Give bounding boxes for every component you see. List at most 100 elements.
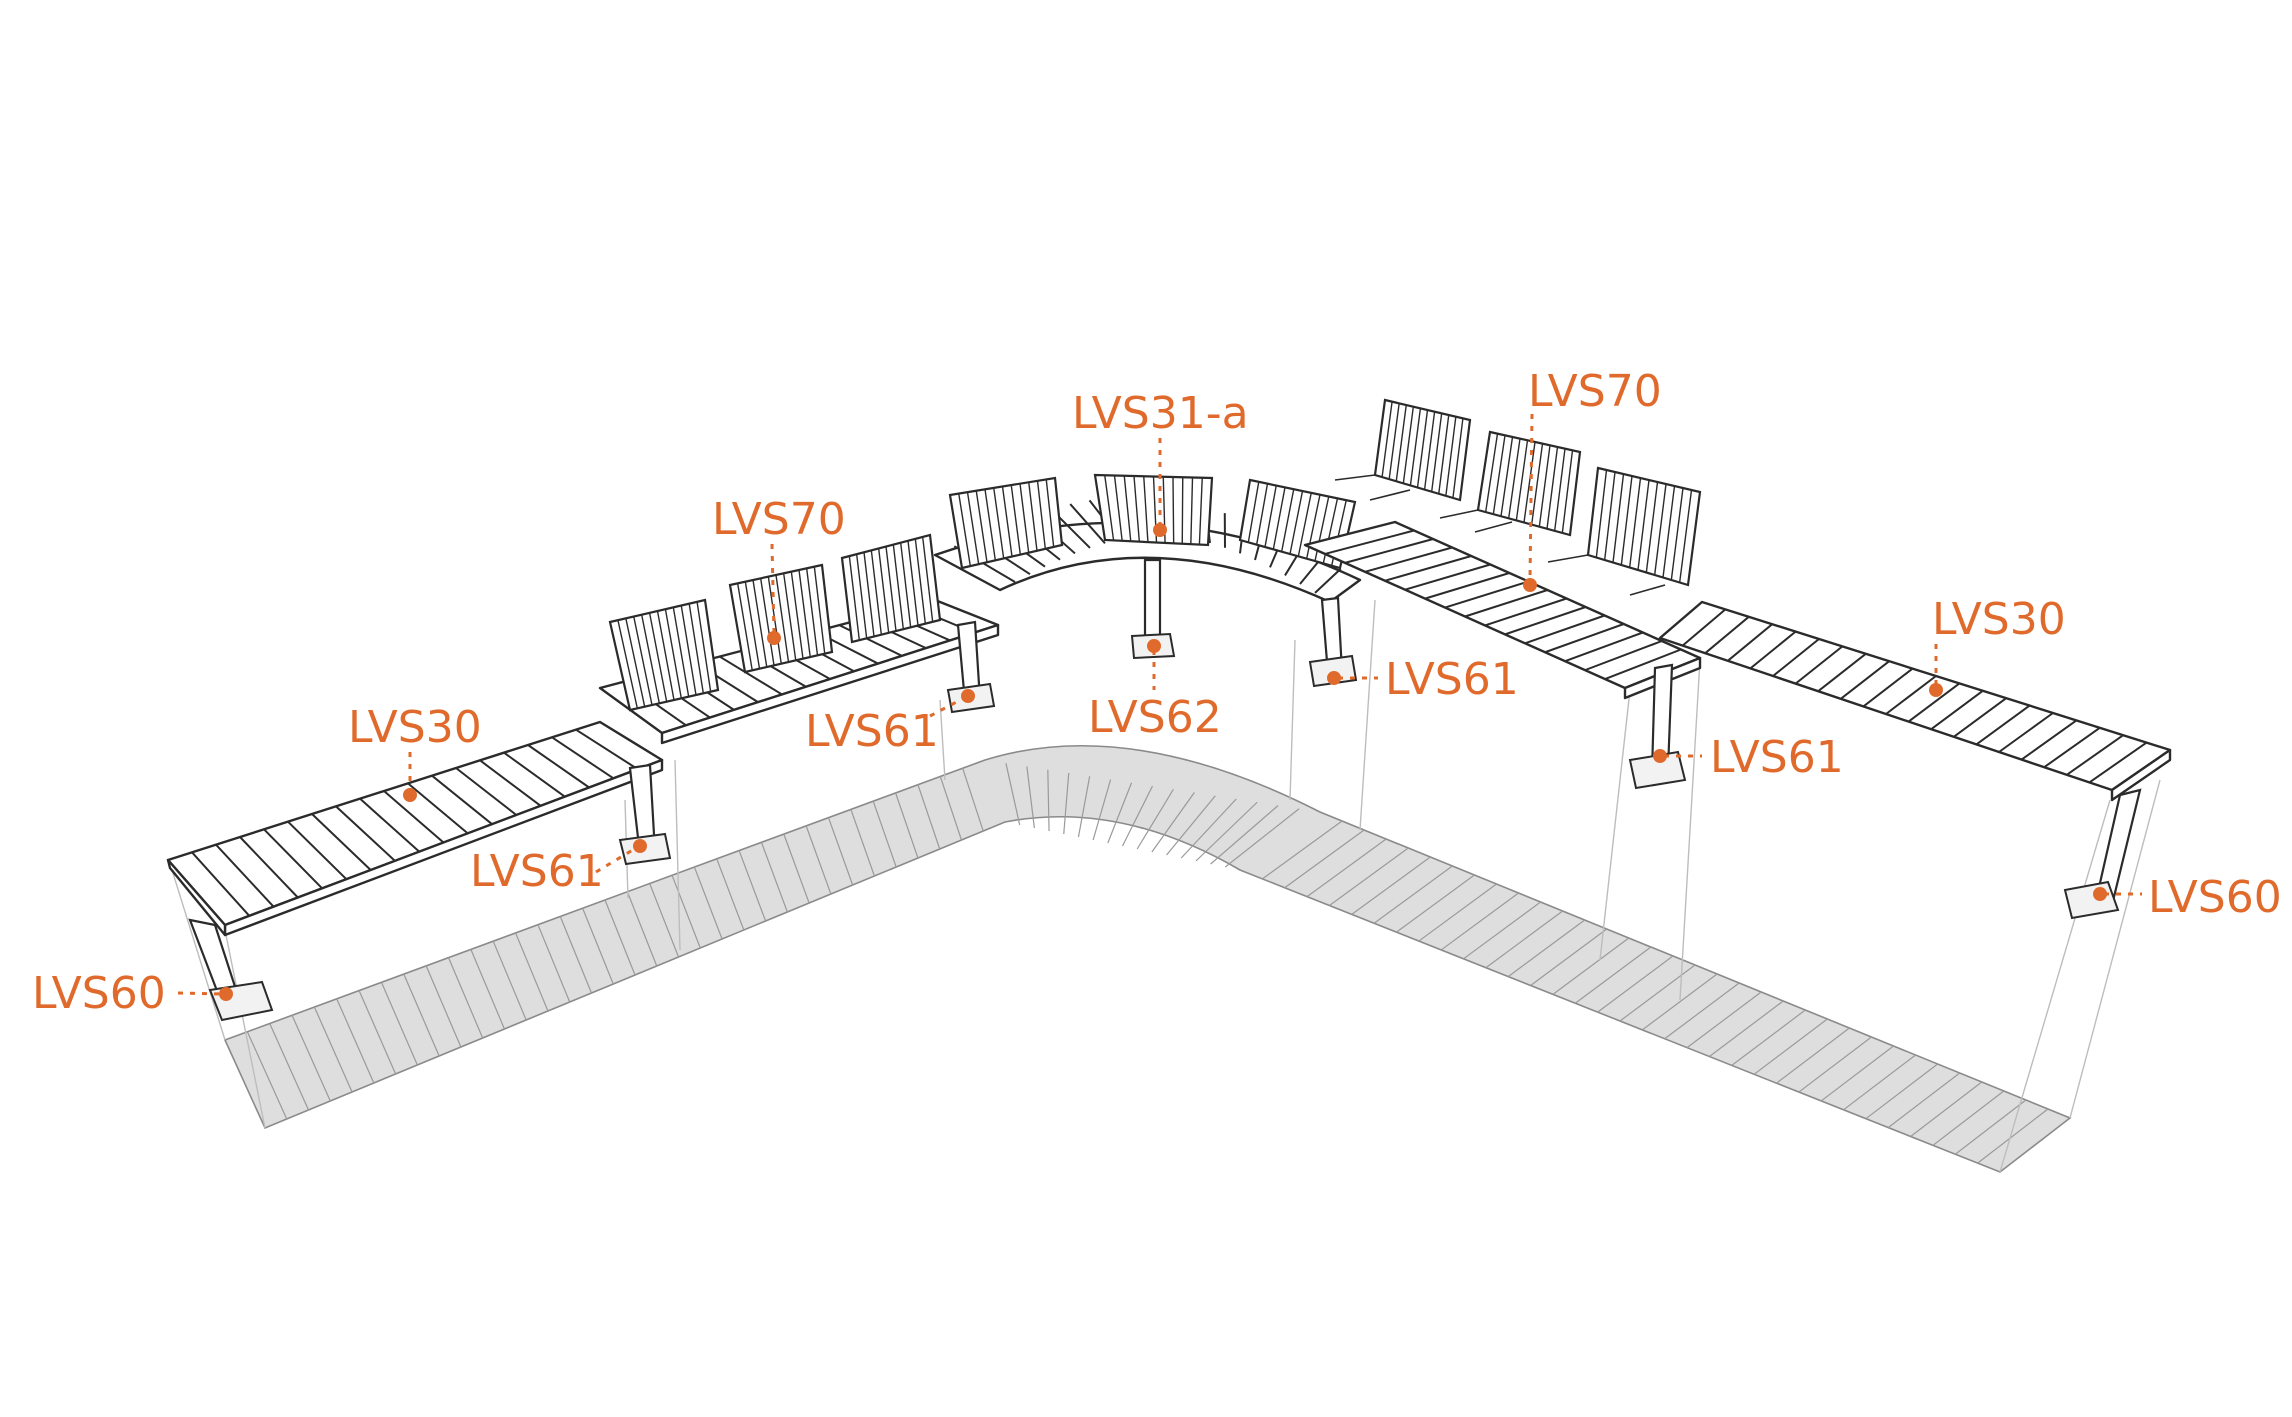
backrest-slat xyxy=(680,605,697,696)
seat-slat xyxy=(1424,572,1510,600)
callout-lvs30-left: LVS30 xyxy=(348,702,482,802)
seat-slat xyxy=(1953,697,2007,738)
seat-slat xyxy=(1314,568,1342,594)
seat-slat xyxy=(1907,682,1961,723)
seat-slat xyxy=(431,774,493,825)
floor-hatch-line xyxy=(671,875,701,949)
backrest-slat xyxy=(1507,438,1521,519)
backrest-slat xyxy=(885,546,897,632)
floor-hatch-line xyxy=(716,858,745,931)
backrest-slat xyxy=(1561,450,1574,534)
seat-slat xyxy=(575,728,639,771)
backrest-slat xyxy=(752,579,768,668)
backrest-slat xyxy=(759,578,775,666)
floor-hatch-line xyxy=(515,932,549,1012)
backrest-slat xyxy=(1402,406,1415,484)
callout-lvs70-left: LVS70 xyxy=(712,494,846,645)
backrest-slat xyxy=(1628,477,1642,568)
seat-slat xyxy=(1444,580,1529,609)
seat-slat xyxy=(1727,623,1773,662)
backrest-slat xyxy=(1452,418,1464,499)
floor-hatch-line xyxy=(1373,865,1453,924)
bench-right-straight xyxy=(1658,600,2172,920)
backrest-slat xyxy=(1255,483,1269,545)
seat-slat xyxy=(1704,616,1750,654)
backrest-slat xyxy=(1123,475,1132,542)
floor-hatch-line xyxy=(1440,892,1519,951)
backrest-slat xyxy=(1388,403,1400,480)
seat-slat xyxy=(503,751,566,798)
callout-lvs70-right: LVS70 xyxy=(1523,366,1662,592)
backrest-slat xyxy=(993,487,1005,559)
label-lvs61-right-low: LVS61 xyxy=(1710,732,1844,783)
backrest-slat xyxy=(798,569,811,658)
backrest-slat xyxy=(1546,446,1559,529)
floor-hatch-line xyxy=(805,825,832,895)
backrest-slat xyxy=(1019,483,1030,553)
backrest-slat xyxy=(1662,485,1676,578)
seat-slat xyxy=(1484,597,1567,627)
floor-hatch-line xyxy=(939,776,963,841)
label-lvs60-right: LVS60 xyxy=(2148,872,2282,923)
callout-lvs61-left-mid: LVS61 xyxy=(805,689,975,757)
backrest-slat xyxy=(1670,487,1684,581)
floor-hatch-line xyxy=(1351,856,1431,915)
backrest-slat xyxy=(656,610,675,701)
callout-lvs60-right: LVS60 xyxy=(2093,872,2282,923)
floor-hatch-line xyxy=(1954,1099,2027,1155)
backrest-slat xyxy=(1289,490,1304,555)
seat-slat xyxy=(1504,606,1586,636)
backrest-slat xyxy=(921,536,934,622)
floor-hatch-line xyxy=(1865,1063,1939,1120)
backrest-slat xyxy=(1104,475,1115,541)
floor-hatch-line xyxy=(760,842,788,913)
seat-slat xyxy=(1404,563,1491,591)
floor-hatch-line xyxy=(559,916,593,994)
seat-slat xyxy=(239,836,299,899)
seat-slat xyxy=(1975,704,2031,746)
backrest-slat xyxy=(1500,436,1514,517)
backrest-slat xyxy=(790,571,804,659)
floor-hatch-line xyxy=(827,817,854,886)
backrest-slat xyxy=(625,618,646,707)
bench-mid-right xyxy=(1303,398,1702,790)
label-lvs61-left-mid: LVS61 xyxy=(805,706,939,757)
backrest-slat xyxy=(1247,481,1260,543)
backrest-slat xyxy=(1381,401,1393,478)
seat-slat xyxy=(719,655,783,696)
floor-hatch-line xyxy=(1664,982,1740,1040)
seat-slat xyxy=(1464,589,1548,618)
backrest-slat xyxy=(1143,476,1149,543)
floor-footprint xyxy=(223,744,2072,1173)
label-lvs70-right: LVS70 xyxy=(1528,366,1662,417)
seat-slat xyxy=(2043,726,2101,769)
label-lvs61-right-mid: LVS61 xyxy=(1385,654,1519,705)
backrest-slat xyxy=(848,556,861,641)
label-lvs61-left-low: LVS61 xyxy=(470,846,604,897)
backrest-slat xyxy=(863,552,875,637)
backrest-slat xyxy=(1172,476,1175,544)
floor-hatch-line xyxy=(1485,910,1564,969)
floor-hatch-line xyxy=(1597,955,1674,1013)
floor-hatch-line xyxy=(1166,795,1216,856)
backrest-slat xyxy=(1553,448,1566,531)
floor-hatch-line xyxy=(246,1031,288,1120)
floor-hatch-line xyxy=(1329,847,1409,907)
seat-slat xyxy=(1364,546,1453,573)
floor-hatch-line xyxy=(1026,766,1035,829)
floor-hatch-line xyxy=(738,850,767,922)
backrest-slat xyxy=(1430,413,1443,492)
floor-hatch-line xyxy=(269,1023,310,1111)
backrest-slat xyxy=(892,544,905,630)
floor-hatch-line xyxy=(1262,820,1343,880)
backrest-slat xyxy=(672,607,690,697)
floor-hatch-line xyxy=(1731,1009,1806,1066)
floor-hatch-line xyxy=(1418,883,1497,942)
backrest-slat xyxy=(1612,473,1625,563)
seat-slat xyxy=(407,782,469,835)
backrest-slat xyxy=(1409,408,1422,486)
floor-hatch-line xyxy=(582,908,614,985)
floor-hatch-line xyxy=(1619,964,1696,1022)
backrest-slat xyxy=(1113,475,1123,541)
bench-left-straight xyxy=(166,720,672,1022)
